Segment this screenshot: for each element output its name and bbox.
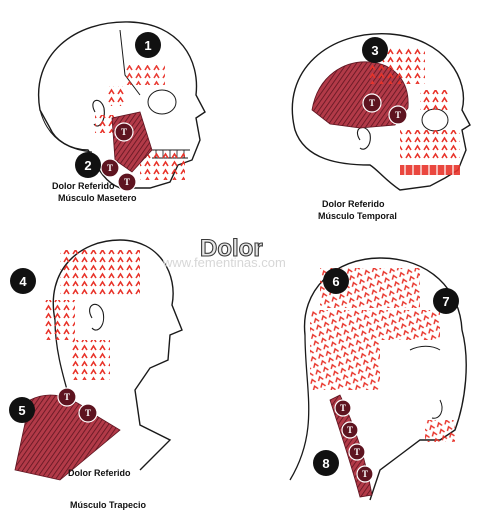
trigger-point: T	[118, 173, 136, 191]
pain-area-occipital	[60, 250, 140, 295]
caption-temporal-line1: Dolor Referido	[322, 199, 385, 209]
svg-text:T: T	[369, 98, 375, 108]
svg-text:2: 2	[84, 158, 91, 173]
svg-text:T: T	[340, 403, 346, 413]
svg-text:T: T	[64, 392, 70, 402]
marker-4: 4	[10, 268, 36, 294]
page-title: Dolor	[200, 235, 263, 262]
caption-trapezius-line2: Músculo Trapecio	[70, 500, 147, 510]
svg-text:1: 1	[144, 38, 151, 53]
svg-text:8: 8	[322, 456, 329, 471]
trigger-point: T	[101, 159, 119, 177]
svg-text:T: T	[124, 177, 130, 187]
svg-text:6: 6	[332, 274, 339, 289]
svg-text:T: T	[107, 163, 113, 173]
marker-3: 3	[362, 37, 388, 63]
marker-8: 8	[313, 450, 339, 476]
panel-trapezius	[15, 240, 182, 480]
panel-masseter	[39, 22, 205, 188]
trigger-point: T	[363, 94, 381, 112]
trigger-point: T	[389, 106, 407, 124]
pain-area-forehead-1	[125, 65, 165, 85]
marker-6: 6	[323, 268, 349, 294]
svg-text:T: T	[347, 425, 353, 435]
trigger-point: T	[335, 400, 351, 416]
trigger-point: T	[357, 466, 373, 482]
marker-1: 1	[135, 32, 161, 58]
trigger-point: T	[342, 422, 358, 438]
trigger-point: T	[79, 404, 97, 422]
caption-masseter-line2: Músculo Masetero	[58, 193, 137, 203]
svg-text:T: T	[85, 408, 91, 418]
svg-text:3: 3	[371, 43, 378, 58]
marker-2: 2	[75, 152, 101, 178]
caption-temporal-line2: Músculo Temporal	[318, 211, 397, 221]
svg-text:T: T	[354, 447, 360, 457]
svg-text:T: T	[395, 110, 401, 120]
caption-trapezius-line1: Dolor Referido	[68, 468, 131, 478]
svg-text:T: T	[362, 469, 368, 479]
trigger-point: T	[349, 444, 365, 460]
trigger-point: T	[58, 388, 76, 406]
svg-text:7: 7	[442, 294, 449, 309]
svg-text:5: 5	[18, 403, 25, 418]
svg-text:4: 4	[19, 274, 27, 289]
caption-masseter-line1: Dolor Referido	[52, 181, 115, 191]
marker-5: 5	[9, 397, 35, 423]
trigger-point: T	[115, 123, 133, 141]
marker-7: 7	[433, 288, 459, 314]
svg-text:T: T	[121, 127, 127, 137]
